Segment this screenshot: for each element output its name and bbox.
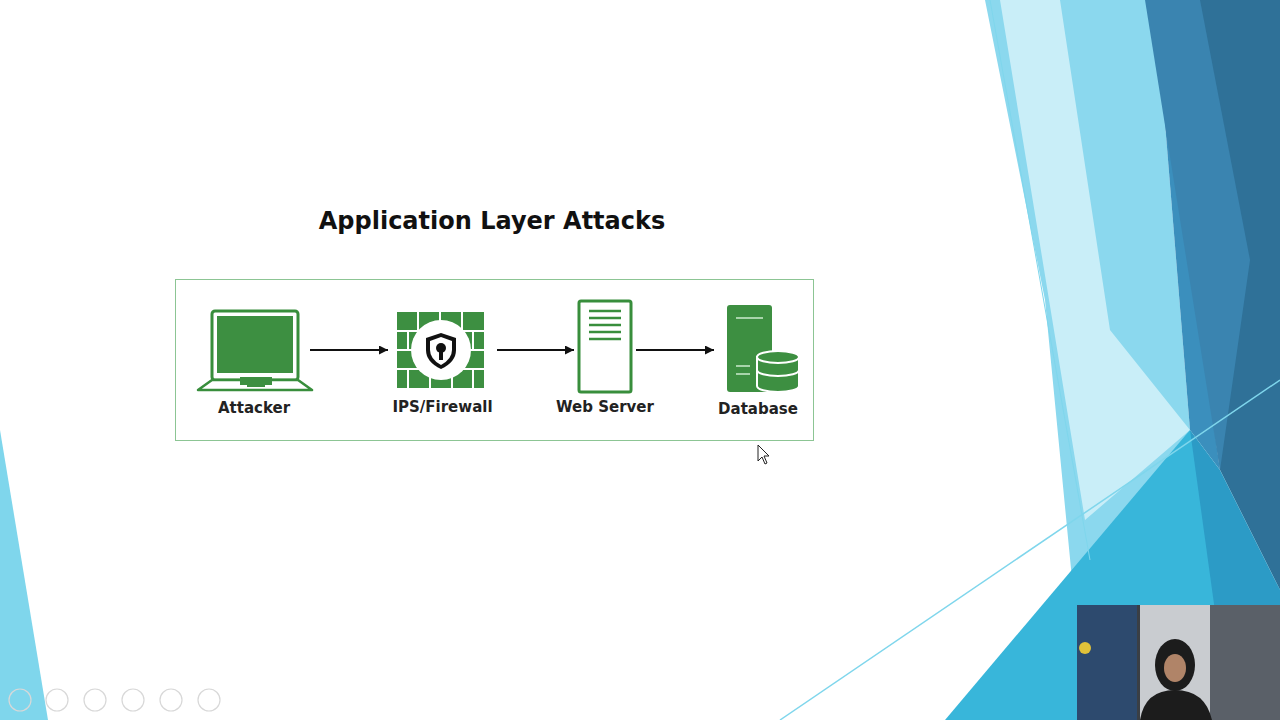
flow-arrow xyxy=(310,349,388,351)
node-label: IPS/Firewall xyxy=(392,397,492,417)
mouse-cursor xyxy=(758,445,769,464)
diagram-title: Application Layer Attacks xyxy=(192,204,792,238)
accent-line xyxy=(780,380,1280,720)
webcam-overlay xyxy=(1077,605,1280,720)
accent-wedge xyxy=(0,430,48,720)
accent-shape xyxy=(1145,0,1250,470)
icon-node: Database xyxy=(714,300,802,419)
laptop-icon xyxy=(198,311,312,390)
node-label: Database xyxy=(718,399,798,419)
server-icon xyxy=(579,301,631,392)
flow-arrow xyxy=(497,349,574,351)
icon-node: Web Server xyxy=(574,298,636,417)
slide-controls xyxy=(9,689,220,711)
accent-shape xyxy=(945,430,1280,720)
flow-arrow xyxy=(636,349,714,351)
node-label: Web Server xyxy=(556,397,654,417)
node-label: Attacker xyxy=(218,398,290,418)
icon-node: Attacker xyxy=(198,300,310,418)
database-icon xyxy=(727,305,799,392)
accent-line xyxy=(990,0,1090,560)
firewall-icon xyxy=(397,312,484,388)
icon-node: IPS/Firewall xyxy=(388,300,497,417)
